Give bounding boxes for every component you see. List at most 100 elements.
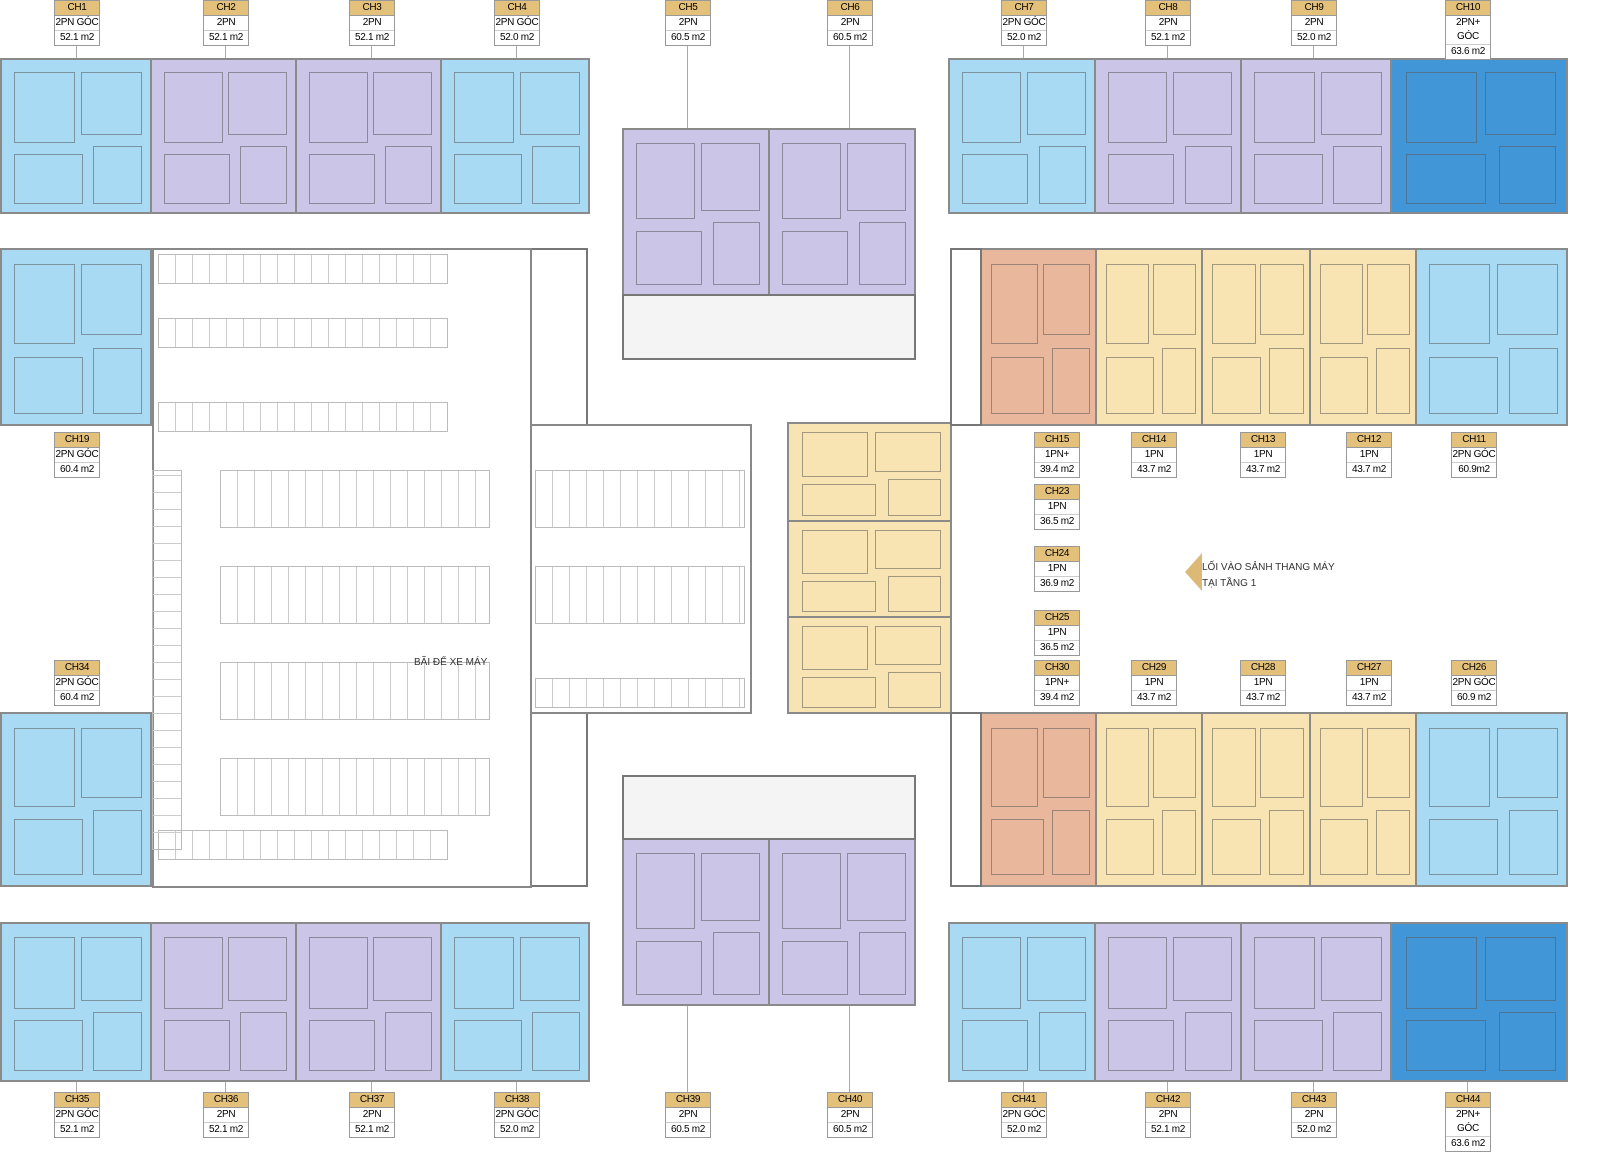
unit-ch15[interactable] bbox=[980, 248, 1097, 426]
unit-type: 2PN bbox=[1292, 1108, 1336, 1123]
unit-ch43[interactable] bbox=[1240, 922, 1392, 1082]
unit-area: 36.5 m2 bbox=[1039, 642, 1075, 653]
room-outline bbox=[961, 153, 1029, 204]
unit-ch9[interactable] bbox=[1240, 58, 1392, 214]
unit-ch37[interactable] bbox=[295, 922, 442, 1082]
leader-line bbox=[516, 1082, 517, 1092]
room-outline bbox=[1319, 356, 1369, 414]
unit-ch12[interactable] bbox=[1309, 248, 1417, 426]
unit-ch38[interactable] bbox=[440, 922, 590, 1082]
unit-ch13[interactable] bbox=[1201, 248, 1311, 426]
unit-code: CH12 bbox=[1347, 433, 1391, 448]
parking-row bbox=[152, 470, 182, 850]
unit-code: CH25 bbox=[1035, 611, 1079, 626]
room-outline bbox=[991, 819, 1044, 875]
unit-type: 2PN GÓC bbox=[1002, 16, 1046, 31]
room-outline bbox=[81, 936, 142, 1001]
room-outline bbox=[1052, 810, 1090, 875]
unit-ch35[interactable] bbox=[0, 922, 152, 1082]
unit-ch14[interactable] bbox=[1095, 248, 1203, 426]
room-outline bbox=[1319, 264, 1363, 345]
unit-ch2[interactable] bbox=[150, 58, 297, 214]
unit-ch4[interactable] bbox=[440, 58, 590, 214]
unit-area: 52.0 m2 bbox=[1296, 1124, 1332, 1135]
leader-line bbox=[225, 1082, 226, 1092]
unit-ch29[interactable] bbox=[1095, 712, 1203, 887]
unit-area: 60.5 m2 bbox=[832, 32, 868, 43]
unit-area: 43.7 m2 bbox=[1136, 692, 1172, 703]
leader-line bbox=[225, 46, 226, 58]
room-outline bbox=[874, 529, 941, 570]
unit-area: 52.1 m2 bbox=[1150, 32, 1186, 43]
unit-ch36[interactable] bbox=[150, 922, 297, 1082]
room-outline bbox=[1107, 153, 1175, 204]
room-outline bbox=[991, 728, 1039, 807]
unit-ch1[interactable] bbox=[0, 58, 152, 214]
room-outline bbox=[991, 356, 1044, 414]
unit-ch19[interactable] bbox=[0, 248, 152, 426]
room-outline bbox=[14, 728, 75, 807]
unit-area: 63.6 m2 bbox=[1450, 46, 1486, 57]
unit-code: CH41 bbox=[1002, 1093, 1046, 1108]
room-outline bbox=[858, 932, 907, 995]
room-outline bbox=[635, 853, 696, 930]
parking-row bbox=[535, 678, 745, 708]
unit-ch40[interactable] bbox=[768, 838, 916, 1006]
unit-ch8[interactable] bbox=[1094, 58, 1242, 214]
unit-ch6[interactable] bbox=[768, 128, 916, 296]
entrance-note-line2: TẠI TẦNG 1 bbox=[1202, 578, 1257, 589]
unit-code: CH9 bbox=[1292, 1, 1336, 16]
unit-ch23[interactable] bbox=[787, 422, 952, 522]
room-outline bbox=[961, 936, 1022, 1009]
unit-code: CH15 bbox=[1035, 433, 1079, 448]
unit-ch24[interactable] bbox=[787, 520, 952, 618]
unit-code: CH5 bbox=[666, 1, 710, 16]
entrance-note: LỐI VÀO SẢNH THANG MÁY TẠI TẦNG 1 bbox=[1202, 560, 1335, 592]
unit-code: CH4 bbox=[495, 1, 539, 16]
room-outline bbox=[1052, 347, 1090, 414]
unit-area: 52.0 m2 bbox=[1006, 32, 1042, 43]
room-outline bbox=[1406, 72, 1478, 143]
unit-ch25[interactable] bbox=[787, 616, 952, 714]
unit-ch30[interactable] bbox=[980, 712, 1097, 887]
unit-ch3[interactable] bbox=[295, 58, 442, 214]
unit-code: CH35 bbox=[55, 1093, 99, 1108]
unit-code: CH11 bbox=[1452, 433, 1496, 448]
room-outline bbox=[781, 853, 842, 930]
unit-ch26[interactable] bbox=[1415, 712, 1568, 887]
room-outline bbox=[1484, 72, 1556, 135]
room-outline bbox=[1184, 145, 1233, 204]
unit-ch27[interactable] bbox=[1309, 712, 1417, 887]
room-outline bbox=[1375, 810, 1411, 875]
unit-ch42[interactable] bbox=[1094, 922, 1242, 1082]
unit-ch10[interactable] bbox=[1390, 58, 1568, 214]
unit-ch41[interactable] bbox=[948, 922, 1096, 1082]
unit-type: 1PN+ bbox=[1035, 676, 1079, 691]
unit-ch34[interactable] bbox=[0, 712, 152, 887]
unit-ch11[interactable] bbox=[1415, 248, 1568, 426]
unit-ch44[interactable] bbox=[1390, 922, 1568, 1082]
parking-row bbox=[158, 318, 448, 348]
unit-ch5[interactable] bbox=[622, 128, 770, 296]
unit-type: 1PN bbox=[1132, 448, 1176, 463]
room-outline bbox=[520, 936, 580, 1001]
unit-type: 1PN+ bbox=[1035, 448, 1079, 463]
unit-ch7[interactable] bbox=[948, 58, 1096, 214]
parking-row bbox=[535, 566, 745, 624]
unit-type: 2PN GÓC bbox=[495, 1108, 539, 1123]
room-outline bbox=[163, 72, 223, 143]
room-outline bbox=[781, 143, 842, 220]
unit-area: 43.7 m2 bbox=[1351, 464, 1387, 475]
unit-ch39[interactable] bbox=[622, 838, 770, 1006]
unit-ch28[interactable] bbox=[1201, 712, 1311, 887]
room-outline bbox=[373, 936, 433, 1001]
unit-type: 1PN bbox=[1241, 676, 1285, 691]
room-outline bbox=[163, 1020, 230, 1072]
elevator-core-top bbox=[622, 294, 916, 360]
